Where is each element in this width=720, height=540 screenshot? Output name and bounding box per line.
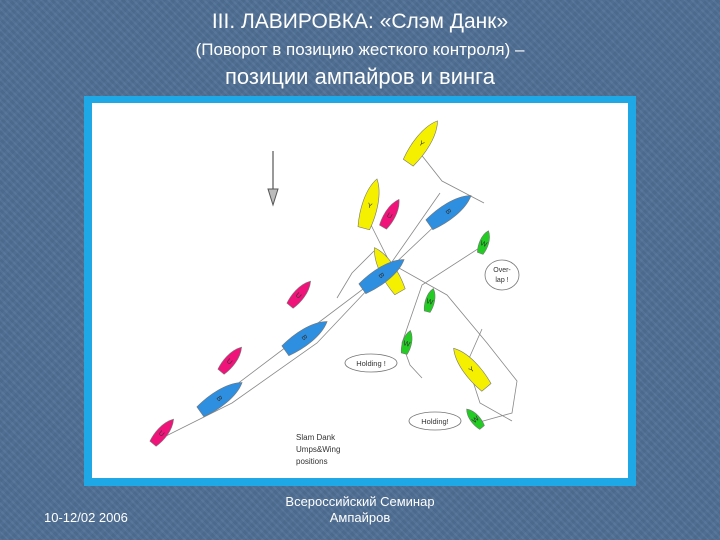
boat-marker: W (426, 298, 435, 307)
footer-center-line-1: Всероссийский Семинар (285, 494, 435, 509)
blue-boat-1: B (425, 195, 472, 231)
overlap-label-line-1: Over- (493, 267, 511, 274)
diagram-caption: Slam Dank Umps&Wing positions (296, 433, 340, 466)
blue-boat-3: B (281, 321, 328, 357)
track-line-yellow (369, 222, 518, 424)
boat-marker: Y (417, 140, 425, 149)
blue-boat-2: B (358, 259, 405, 295)
umpire-boat-1: U (379, 198, 400, 230)
boat-marker: Y (468, 366, 476, 375)
yellow-boat-4: Y (453, 347, 492, 392)
umpire-boat-2: U (286, 280, 311, 309)
track-line-wing (401, 242, 488, 379)
caption-line-3: positions (296, 457, 328, 466)
diagram-svg: Y Y U B W Y B (149, 120, 520, 466)
boat-marker: B (215, 395, 224, 403)
boat-marker: B (377, 272, 386, 280)
slide-title-line-2: (Поворот в позицию жесткого контроля) – (195, 40, 525, 59)
footer-date: 10-12/02 2006 (44, 510, 128, 525)
caption-line-2: Umps&Wing (296, 445, 340, 454)
umpire-boat-4: U (149, 418, 174, 447)
overlap-label-line-2: lap ! (495, 277, 508, 284)
umpire-boat-3: U (217, 346, 242, 375)
overlap-label: Over- lap ! (484, 259, 520, 291)
wing-boat-4: W (466, 408, 485, 430)
diagram-canvas: Y Y U B W Y B (92, 103, 628, 478)
boat-marker: W (403, 340, 412, 349)
track-line-blue (211, 218, 443, 404)
wing-boat-3: W (400, 329, 413, 355)
boat-marker: Y (366, 202, 373, 210)
holding-label-1-text: Holding ! (356, 359, 386, 368)
boat-marker: B (300, 334, 309, 342)
boat-marker: W (471, 415, 481, 425)
slide-title-line-1: III. ЛАВИРОВКА: «Слэм Данк» (211, 10, 509, 33)
footer-center-line-2: Ампайров (329, 510, 391, 525)
track-line-umpire (163, 192, 441, 438)
wing-boat-2: W (423, 287, 436, 313)
caption-line-1: Slam Dank (296, 433, 336, 442)
blue-boat-4: B (196, 382, 243, 418)
yellow-boat-1: Y (402, 120, 438, 167)
holding-label-2: Holding! (408, 411, 462, 431)
boat-marker: W (479, 240, 488, 249)
boat-marker: U (385, 212, 393, 221)
wind-arrow-icon (267, 151, 279, 207)
boat-marker: U (225, 358, 233, 367)
holding-label-2-text: Holding! (421, 417, 449, 426)
boat-marker: U (157, 430, 165, 439)
boat-marker: B (444, 208, 453, 216)
boat-marker: U (294, 292, 302, 301)
yellow-boat-2: Y (357, 178, 380, 231)
track-line-connector (336, 250, 375, 299)
holding-label-1: Holding ! (344, 353, 398, 373)
footer-center: Всероссийский Семинар Ампайров (270, 494, 450, 526)
slide-title-line-3: позиции ампайров и винга (225, 64, 495, 89)
wing-boat-1: W (477, 230, 490, 255)
